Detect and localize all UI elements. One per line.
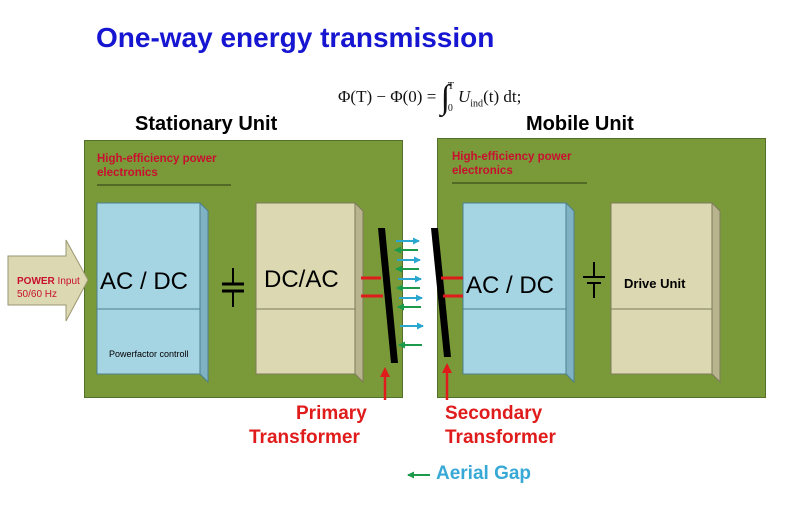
page-title: One-way energy transmission [96,22,495,53]
primary-transformer-coil [378,228,398,363]
power-input-arrow [7,239,89,322]
secondary-transformer-coil [431,228,451,357]
field-arrows [394,237,424,349]
secondary-label-line2: Transformer [445,427,556,448]
power-input-label: POWER Input 50/60 Hz [17,275,80,301]
stationary-electronics-line1: High-efficiency power [97,153,217,165]
secondary-connection-leads [441,276,463,298]
primary-transformer-label: Primary [296,402,367,426]
primary-label-line2: Transformer [249,427,360,448]
stationary-acdc-block [96,201,209,384]
stationary-electronics-label: High-efficiency power electronics [97,152,217,180]
aerial-gap-label: Aerial Gap [436,463,532,484]
integral-lower: 0 [447,103,453,114]
stationary-electronics-line2: electronics [97,167,158,179]
mobile-acdc-block [462,201,575,384]
mobile-unit-heading: Mobile Unit [526,113,634,135]
power-input-rest: Input [54,276,80,287]
power-input-frequency: 50/60 Hz [17,289,58,300]
primary-label-line1: Primary [296,403,367,424]
flux-formula: Φ(T) − Φ(0) = ∫ T 0 Uind(t) dt; [338,76,521,120]
powerfactor-label: Powerfactor controll [109,349,189,359]
mobile-capacitor-icon [583,262,605,298]
stationary-dcac-label: DC/AC [264,266,339,293]
mobile-electronics-line2: electronics [452,165,513,177]
mobile-acdc-label: AC / DC [466,272,555,299]
stationary-dcac-block [255,201,364,384]
primary-connection-leads [361,276,383,298]
drive-unit-label: Drive Unit [624,276,686,291]
integral-upper: T [447,81,454,92]
formula-subscript: ind [470,98,484,110]
stationary-acdc-label: AC / DC [100,268,189,295]
secondary-label-line1: Secondary [445,403,543,424]
dc-link-capacitor-icon [222,268,244,307]
stationary-unit-heading: Stationary Unit [135,113,278,135]
drive-unit-block [610,201,721,384]
power-input-bold: POWER [17,276,55,287]
formula-integrand: U [458,86,471,106]
formula-lhs: Φ(T) − Φ(0) = [338,86,441,106]
integral-sign: ∫ [440,79,450,116]
mobile-electronics-line1: High-efficiency power [452,151,572,163]
mobile-electronics-label: High-efficiency power electronics [452,150,572,178]
formula-tail: (t) dt; [483,86,522,106]
